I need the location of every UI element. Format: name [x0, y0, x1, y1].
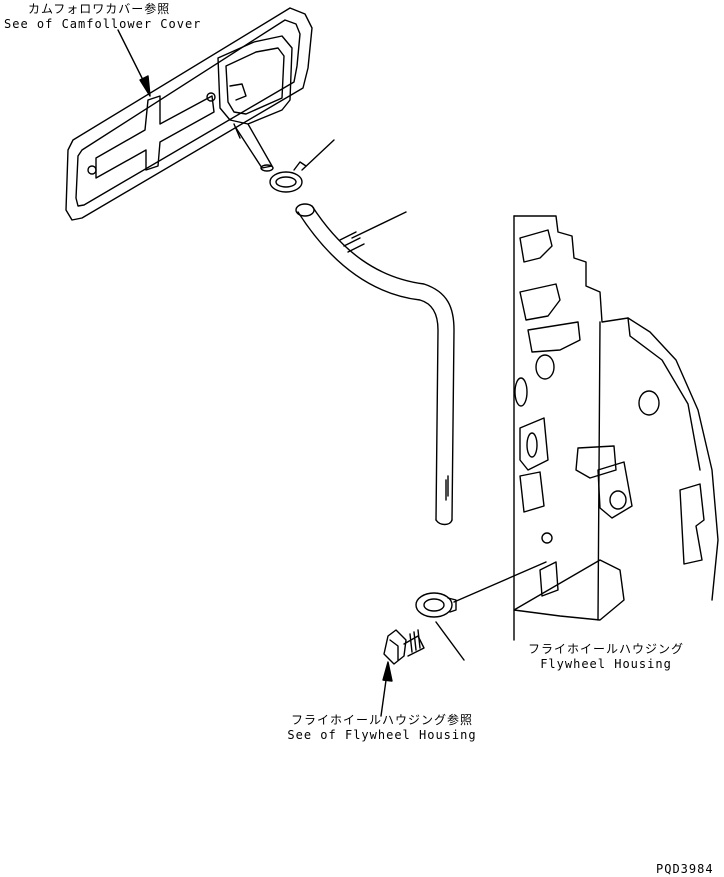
- breather-hose: [296, 204, 454, 525]
- flywheel-ref-label-jp: フライホイールハウジング参照: [290, 713, 473, 727]
- hose-clamp: [270, 162, 306, 192]
- camfollower-label-jp: カムフォロワカバー参照: [28, 2, 171, 16]
- bolt: [384, 630, 424, 664]
- clamp-leader-line: [302, 140, 334, 170]
- flywheel-ref-label-en: See of Flywheel Housing: [287, 728, 477, 742]
- washer-leader-line: [436, 622, 464, 660]
- breather-box: [218, 36, 292, 138]
- flywheel-housing-label-en: Flywheel Housing: [540, 657, 672, 671]
- flywheel-housing: [514, 216, 718, 640]
- drawing-code: PQD3984: [656, 862, 714, 876]
- flywheel-housing-label-jp: フライホイールハウジング: [527, 642, 684, 656]
- camfollower-label-en: See of Camfollower Cover: [4, 17, 202, 31]
- hose-leader-line: [352, 212, 406, 238]
- guide-line: [454, 562, 546, 602]
- cover-leader-arrow: [118, 30, 150, 96]
- breather-outlet-stub: [236, 124, 273, 171]
- camfollower-cover-gasket: [66, 8, 312, 220]
- gasket-washer: [416, 593, 456, 617]
- bolt-leader-arrow: [381, 662, 392, 716]
